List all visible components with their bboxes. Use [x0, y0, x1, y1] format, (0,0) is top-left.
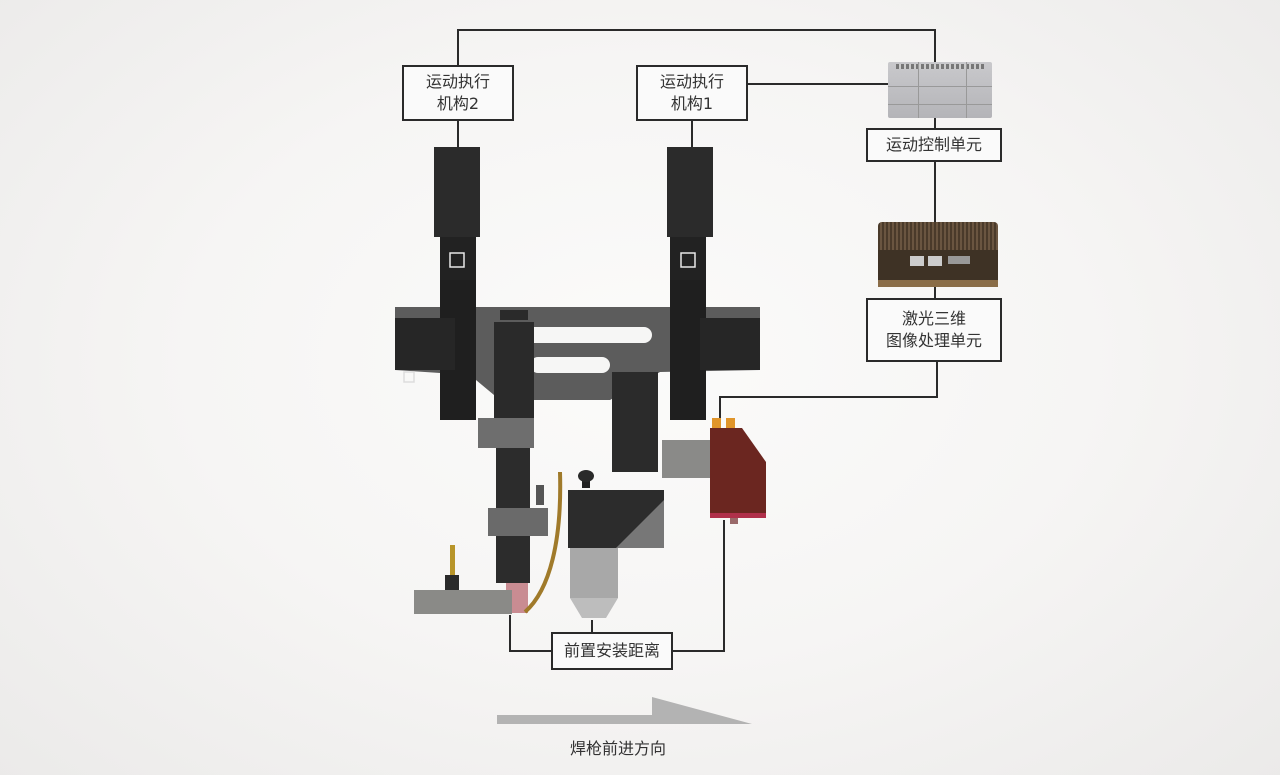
- arrow-right-icon: [497, 697, 752, 724]
- image-processing-label-box: 激光三维 图像处理单元: [866, 298, 1002, 362]
- motion-control-label-box: 运动控制单元: [866, 128, 1002, 162]
- laser-3d-sensor: [710, 418, 766, 524]
- line-torch-to-distance: [509, 615, 552, 652]
- mount-distance-label-box: 前置安装距离: [551, 632, 673, 670]
- actuator-1-label-box: 运动执行 机构1: [636, 65, 748, 121]
- line-actuator2-to-plc: [457, 29, 936, 65]
- frame-plate: [395, 307, 760, 400]
- image-processing-line1: 激光三维: [901, 309, 966, 328]
- actuator-2-line2: 机构2: [436, 94, 480, 113]
- line-processing-to-sensor: [719, 362, 938, 418]
- industrial-pc-icon: [878, 222, 998, 287]
- welding-torch: [414, 310, 563, 614]
- motion-control-label: 运动控制单元: [885, 135, 982, 154]
- actuator-1-line2: 机构1: [670, 94, 714, 113]
- image-processing-line2: 图像处理单元: [885, 331, 982, 350]
- plc-controller-icon: [888, 62, 992, 118]
- motor-actuator-1: [667, 147, 760, 420]
- actuator-2-line1: 运动执行: [425, 72, 490, 91]
- actuator-2-label-box: 运动执行 机构2: [402, 65, 514, 121]
- motor-actuator-2: [395, 147, 480, 420]
- camera-lens: [568, 372, 710, 618]
- mount-distance-label: 前置安装距离: [563, 641, 660, 660]
- line-sensor-to-distance: [672, 520, 725, 652]
- actuator-1-line1: 运动执行: [659, 72, 724, 91]
- direction-label: 焊枪前进方向: [570, 739, 667, 758]
